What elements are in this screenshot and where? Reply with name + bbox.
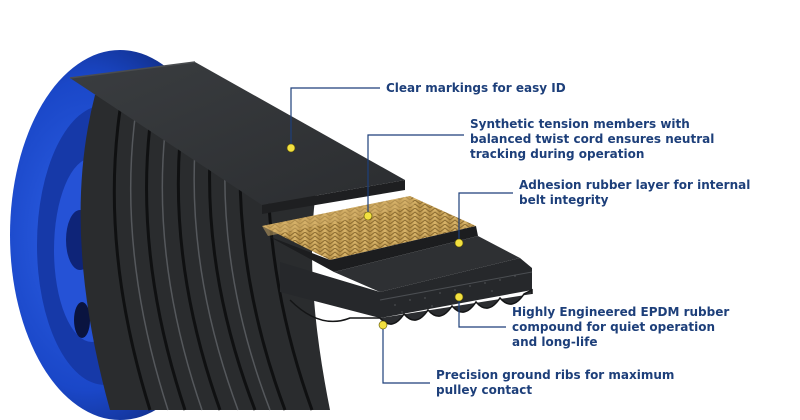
leader-line-epdm — [458, 297, 506, 328]
belt-top-surface — [69, 61, 405, 214]
callout-line: Adhesion rubber layer for internal — [519, 178, 751, 192]
leader-line-tension — [367, 134, 464, 216]
callout-line: balanced twist cord ensures neutral — [470, 132, 715, 146]
callout-line: pulley contact — [436, 383, 533, 397]
epdm-rib-section — [280, 258, 533, 325]
marker-dot-tension — [363, 211, 373, 221]
callout-line: Precision ground ribs for maximum — [436, 368, 675, 382]
callout-line: and long-life — [512, 335, 598, 349]
leader-lines — [290, 87, 513, 384]
callout-tension-members: Synthetic tension members with balanced … — [470, 117, 714, 162]
callout-line: belt integrity — [519, 193, 609, 207]
callout-line: Synthetic tension members with — [470, 117, 690, 131]
callout-adhesion-layer: Adhesion rubber layer for internal belt … — [519, 178, 750, 208]
marker-dots — [286, 143, 464, 330]
callout-line: tracking during operation — [470, 147, 645, 161]
callout-clear-markings: Clear markings for easy ID — [386, 81, 566, 96]
marker-dot-epdm — [454, 292, 464, 302]
tension-cord-layer — [262, 196, 476, 260]
adhesion-layer — [268, 226, 520, 292]
marker-dot-ribs — [378, 320, 388, 330]
leader-line-ribs — [382, 325, 430, 384]
callout-line: compound for quiet operation — [512, 320, 716, 334]
callout-epdm-compound: Highly Engineered EPDM rubber compound f… — [512, 305, 729, 350]
leader-line-adhesion — [458, 192, 513, 243]
marker-dot-markings — [286, 143, 296, 153]
leader-line-markings — [290, 87, 380, 148]
callout-line: Highly Engineered EPDM rubber — [512, 305, 730, 319]
callout-line: Clear markings for easy ID — [386, 81, 566, 95]
callout-precision-ribs: Precision ground ribs for maximum pulley… — [436, 368, 674, 398]
marker-dot-adhesion — [454, 238, 464, 248]
